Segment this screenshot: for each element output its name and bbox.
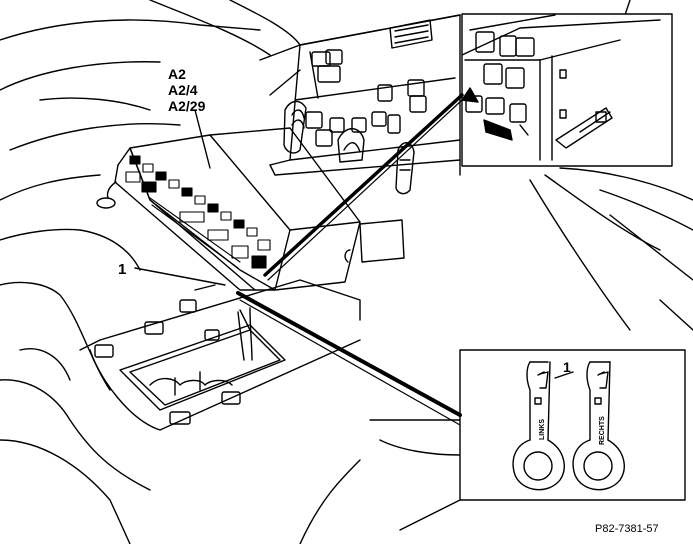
component-label: A2/29: [168, 98, 206, 114]
removal-tool-right: [572, 361, 625, 491]
center-console: [269, 14, 461, 263]
right-contour: [299, 0, 693, 544]
component-label: A2: [168, 66, 186, 82]
figure-code: P82-7381-57: [595, 523, 659, 535]
tool-right-text: RECHTS: [599, 416, 606, 445]
gear-selector-area: [79, 279, 361, 431]
radio-unit: [96, 127, 361, 291]
callout-number-inset: 1: [563, 359, 571, 375]
dashboard-outline: [0, 0, 461, 544]
tool-left-text: LINKS: [539, 419, 546, 440]
removal-tool-left: [512, 361, 565, 491]
component-label-group: A2 A2/4 A2/29: [168, 66, 205, 114]
leader-lines: [134, 87, 574, 426]
inset-top-right: [461, 13, 673, 167]
callout-number-main: 1: [118, 261, 127, 278]
component-label: A2/4: [168, 82, 198, 98]
